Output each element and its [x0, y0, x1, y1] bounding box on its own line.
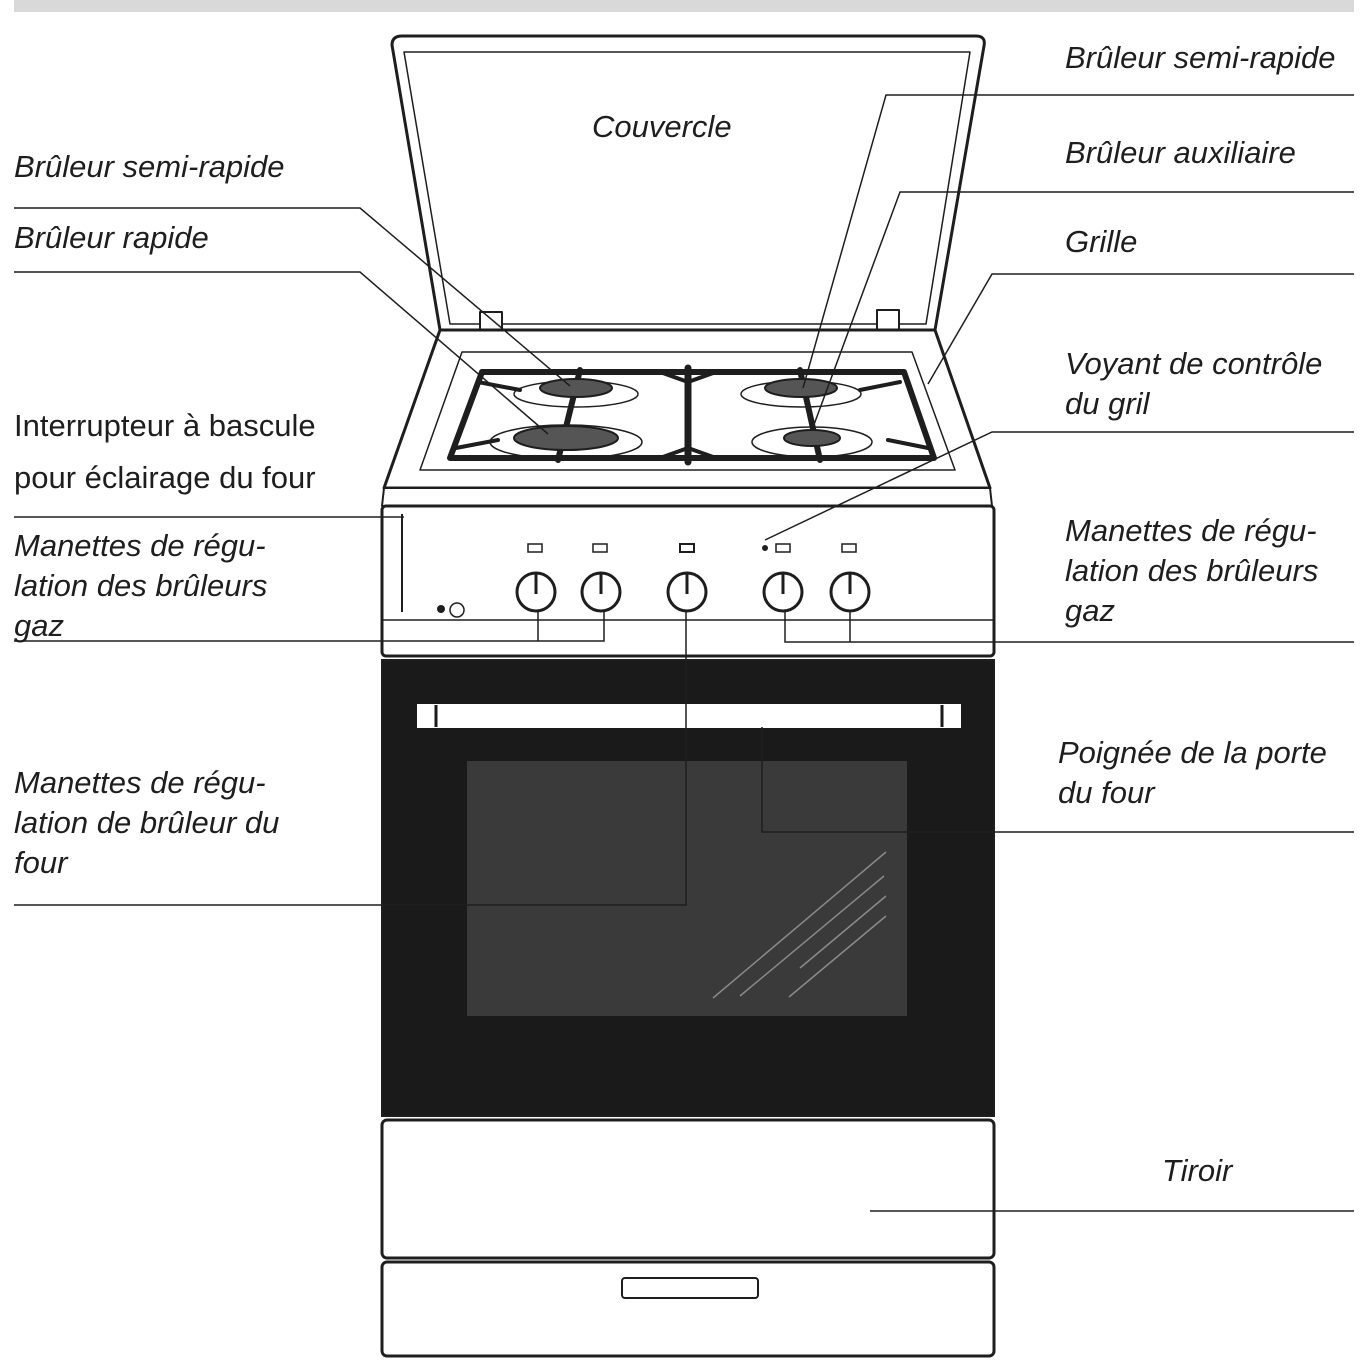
leader-oven-knob — [14, 612, 687, 906]
lid — [390, 34, 986, 344]
window-reflection — [712, 851, 887, 999]
leader-semi-rapid-left — [14, 207, 571, 387]
burner-rapid — [513, 425, 619, 451]
leader-lines — [14, 94, 1354, 1212]
leader-knobs-left — [14, 612, 605, 642]
label-bruleur-semi-rapide-right: Brûleur semi-rapide — [1065, 40, 1336, 75]
oven-door-handle — [415, 702, 963, 730]
leader-rapid — [14, 271, 549, 435]
oven-window — [467, 761, 907, 1016]
label-poignee-line1: Poignée de la porte — [1058, 735, 1327, 770]
label-manettes-left-line2: lation des brûleurs — [14, 568, 268, 603]
knob-5 — [829, 571, 871, 613]
label-bruleur-semi-rapide-left: Brûleur semi-rapide — [14, 149, 285, 184]
label-manettes-right-line3: gaz — [1065, 593, 1115, 628]
light-switch-icon — [449, 602, 465, 618]
symbol-3 — [679, 543, 695, 553]
label-poignee-line2: du four — [1058, 775, 1155, 810]
label-manettes-right-line2: lation des brûleurs — [1065, 553, 1319, 588]
knob-1 — [515, 571, 557, 613]
knob-4 — [762, 571, 804, 613]
label-interrupteur-line1: Interrupteur à bascule — [14, 408, 316, 443]
drawer — [380, 1118, 996, 1358]
symbol-5 — [841, 543, 857, 553]
drawer-handle — [621, 1277, 759, 1299]
label-bruleur-rapide: Brûleur rapide — [14, 220, 209, 255]
label-manettes-four-line2: lation de brûleur du — [14, 805, 280, 840]
label-manettes-left-line3: gaz — [14, 608, 64, 643]
label-manettes-right-line1: Manettes de régu- — [1065, 513, 1317, 548]
label-poignee: Poignée de la porte du four — [1058, 733, 1327, 813]
grill-indicator-light-icon — [762, 545, 768, 551]
leader-semi-rapid-right — [802, 94, 1354, 389]
label-grille: Grille — [1065, 224, 1138, 259]
burner-caps — [513, 378, 841, 451]
label-voyant: Voyant de contrôle du gril — [1065, 344, 1322, 424]
leader-knobs-right — [784, 612, 1354, 643]
label-manettes-four: Manettes de régu- lation de brûleur du f… — [14, 763, 279, 883]
leader-poignee — [761, 727, 1354, 833]
label-voyant-line2: du gril — [1065, 386, 1150, 421]
light-switch-dot-icon — [437, 605, 445, 613]
top-bar — [14, 0, 1354, 12]
label-interrupteur: Interrupteur à bascule pour éclairage du… — [14, 400, 316, 504]
label-manettes-right: Manettes de régu- lation des brûleurs ga… — [1065, 511, 1318, 631]
burner-semi-rapid-left — [539, 378, 613, 398]
leader-auxiliary — [811, 191, 1354, 431]
label-interrupteur-line2: pour éclairage du four — [14, 460, 316, 495]
label-manettes-four-line3: four — [14, 845, 68, 880]
label-couvercle: Couvercle — [592, 109, 732, 144]
leader-grille — [927, 273, 1354, 385]
label-manettes-left-line1: Manettes de régu- — [14, 528, 266, 563]
symbol-2 — [592, 543, 608, 553]
leader-voyant — [764, 431, 1354, 541]
label-manettes-left: Manettes de régu- lation des brûleurs ga… — [14, 526, 267, 646]
burner-auxiliary — [783, 429, 841, 447]
burner-semi-rapid-right — [764, 378, 838, 398]
knobs — [515, 571, 871, 613]
symbol-4 — [775, 543, 791, 553]
symbol-1 — [527, 543, 543, 553]
knob-2 — [580, 571, 622, 613]
knob-3 — [666, 571, 708, 613]
oven-door — [381, 659, 995, 1117]
label-tiroir: Tiroir — [1162, 1153, 1233, 1188]
label-bruleur-auxiliaire: Brûleur auxiliaire — [1065, 135, 1296, 170]
label-voyant-line1: Voyant de contrôle — [1065, 346, 1323, 381]
label-manettes-four-line1: Manettes de régu- — [14, 765, 266, 800]
